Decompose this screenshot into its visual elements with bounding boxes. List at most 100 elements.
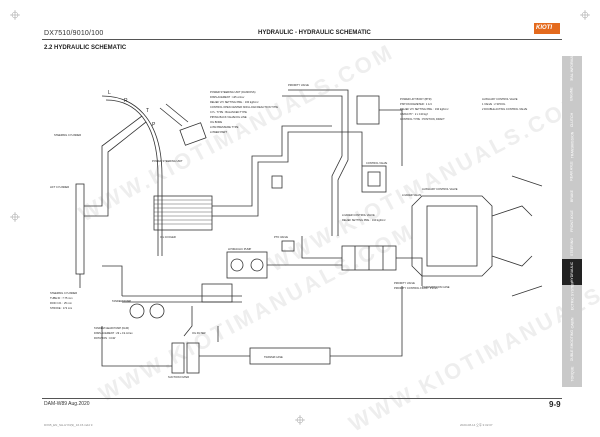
label-transmission: TRANSMISSION CASE [422,285,450,289]
spec-psu: POWER STEERING UNIT (DANFOSS) DISPLACEME… [210,90,278,134]
label-filter: OIL FILTER [192,331,206,335]
label-steering-cyl: STEERING CYLINDER [54,133,81,137]
side-tab[interactable]: TROUBLE SHOOTING [562,330,582,366]
svg-text:PRIORITY CONTROL FLOW : 3 l/mi: PRIORITY CONTROL FLOW : 3 l/min [394,286,438,290]
side-tab-label: TRANSMISSION [570,131,574,159]
transmission-case-box [249,347,331,365]
label-trans-case: TRANSM CASE [264,355,283,359]
power-steering-unit [179,122,207,146]
footer-rule [42,398,562,399]
side-tab-label: CLUTCH [569,112,574,127]
side-tab-label: CABIN [569,317,574,329]
label-pto-valve: PTO VALVE [274,235,288,239]
svg-text:PRIORITY VALVE: PRIORITY VALVE [394,281,415,285]
svg-text:STROKE : 172 mm: STROKE : 172 mm [50,306,72,310]
side-tab-label: ENGINE [569,87,574,102]
side-tab[interactable]: STEERING [562,233,582,261]
side-tab[interactable]: GENERAL INFORMATION [562,48,582,90]
svg-text:LOWER PART: LOWER PART [210,130,227,134]
label-control-valve: CONTROL VALVE [366,161,388,165]
svg-text:PISTON DIAMETER : 1 1/4: PISTON DIAMETER : 1 1/4 [400,102,432,106]
side-tab[interactable]: CLUTCH [562,106,582,134]
svg-text:CONTROL OPEN CENTER NON-LOAD R: CONTROL OPEN CENTER NON-LOAD REACTION TY… [210,105,278,109]
side-tab[interactable]: ELECTRIC SYSTEM [562,281,582,314]
svg-text:ROD O.D. : 25 mm: ROD O.D. : 25 mm [50,301,72,305]
spec-aux: AUXILIARY CONTROL VALVE 1 VALVE : 2 SPOO… [482,97,527,111]
svg-text:2 DOUBLE ACTING CONTROL VALVE: 2 DOUBLE ACTING CONTROL VALVE [482,107,527,111]
print-slug: DX95_EN_SH-HYD(9)_16.15.indd 9 [44,423,93,427]
control-valve [361,165,387,193]
side-tab[interactable]: ENGINE [562,81,582,109]
label-priority: PRIORITY VALVE [288,83,309,87]
spec-loader: LOADER CONTROL VALVE RELIEF SETTING PRE.… [342,213,386,222]
svg-text:TUBE ID : 7.75 mm: TUBE ID : 7.75 mm [50,296,72,300]
spec-lift: POWER LIFT BODY (BTR) PISTON DIAMETER : … [400,97,449,121]
label-pump: HYDRAULIC PUMP [228,247,251,251]
svg-text:LOW PRESSURE TYPE: LOW PRESSURE TYPE [210,125,239,129]
side-tab-label: HYDRAULIC [570,262,575,283]
side-tab-label: STEERING [570,237,574,256]
side-tab[interactable]: FRONT AXLE [562,208,582,236]
svg-text:AUXILIARY CONTROL VALVE: AUXILIARY CONTROL VALVE [482,97,518,101]
label-aux-valve: AUXILIARY CONTROL VALVE [422,187,458,191]
steering-cylinder-body [75,183,85,275]
oil-filter [171,342,185,374]
svg-text:CYL. TYPE : BALANCED TYPE: CYL. TYPE : BALANCED TYPE [210,110,247,114]
gear-pump [226,251,268,279]
svg-text:TANDEM GEAR PUMP (FLIR): TANDEM GEAR PUMP (FLIR) [94,326,129,330]
side-tab[interactable]: TRANSMISSION [562,131,582,160]
page-number: 9-9 [549,400,561,409]
label-lift-cyl: LIFT CYLINDER [50,185,69,189]
side-tab-label: REAR AXLE [570,160,574,181]
svg-text:LOADER CONTROL VALVE: LOADER CONTROL VALVE [342,213,375,217]
tandem-pump-a [129,303,145,319]
label-oil-cooler: OIL COOLER [160,235,176,239]
print-slug-date: 2020-08-14 오후 3:32:07 [460,423,493,427]
svg-text:DISPLACEMENT : 125 cc/rev: DISPLACEMENT : 125 cc/rev [210,95,245,99]
footer-doc-code: DAM-W89 Aug.2020 [44,401,90,407]
oil-cooler [153,195,213,231]
side-tab[interactable]: REAR AXLE [562,157,582,185]
logo-bar [534,23,560,34]
crop-mark-icon [10,10,20,20]
svg-text:DISPLACEMENT : 29 + 19 cc/rev: DISPLACEMENT : 29 + 19 cc/rev [94,331,133,335]
svg-text:POWER STEERING UNIT (DANFOSS): POWER STEERING UNIT (DANFOSS) [210,90,256,94]
hydraulic-schematic: POWER STEERING UNIT (DANFOSS) DISPLACEME… [50,83,543,379]
svg-text:POWER LIFT BODY (BTR): POWER LIFT BODY (BTR) [400,97,432,101]
side-tab-label: BRAKE [570,190,574,202]
label-power-steer: POWER STEERING UNIT [152,159,183,163]
rear-housing [411,195,493,277]
label-loader-valve: LOADER VALVE [402,193,422,197]
port-letter-l: L [108,90,111,96]
spec-gear-pump: STEERING CYLINDER TUBE ID : 7.75 mm ROD … [50,291,77,310]
port-letter-p: P [152,122,156,128]
spec-priority: PRIORITY VALVE PRIORITY CONTROL FLOW : 3… [394,281,438,290]
crop-mark-icon [10,212,20,222]
side-tab[interactable]: TORQUE [562,360,582,388]
model-header: DX7510/9010/100 [44,30,104,37]
chapter-title: HYDRAULIC - HYDRAULIC SCHEMATIC [258,30,371,36]
tandem-pump-b [149,303,165,319]
label-suction: SUCTION FILTER [168,375,189,379]
side-tab-label: FRONT AXLE [570,210,575,233]
header-rule [42,39,562,40]
svg-text:ROTATION : CCW: ROTATION : CCW [94,336,116,340]
side-tab-label: TORQUE [569,366,574,382]
svg-text:1 VALVE : 2 SPOOL: 1 VALVE : 2 SPOOL [482,102,506,106]
label-tandem-pump: TANDEM PUMP [112,299,131,303]
svg-text:CAPACITY : 2 x 130 kgf: CAPACITY : 2 x 130 kgf [400,112,428,116]
svg-text:CONTROL TYPE : POSITION, DRAFT: CONTROL TYPE : POSITION, DRAFT [400,117,445,121]
lift-valve [356,95,380,125]
svg-text:RELIEF V/V SETTING PRE. : 160: RELIEF V/V SETTING PRE. : 160 kgf/cm² [210,100,259,104]
crop-mark-icon [580,10,590,20]
crop-mark-icon [295,415,305,425]
logo-text: KIOTI [536,25,552,31]
svg-text:RELIEF SETTING PRE. : 190 kgf/: RELIEF SETTING PRE. : 190 kgf/cm² [342,218,386,222]
brand-logo: KIOTI [534,23,560,37]
svg-text:STEERING CYLINDER: STEERING CYLINDER [50,291,77,295]
side-tab[interactable]: BRAKE [562,183,582,210]
svg-text:OIL BORE: OIL BORE [210,120,222,124]
spec-tandem: TANDEM GEAR PUMP (FLIR) DISPLACEMENT : 2… [94,326,133,340]
